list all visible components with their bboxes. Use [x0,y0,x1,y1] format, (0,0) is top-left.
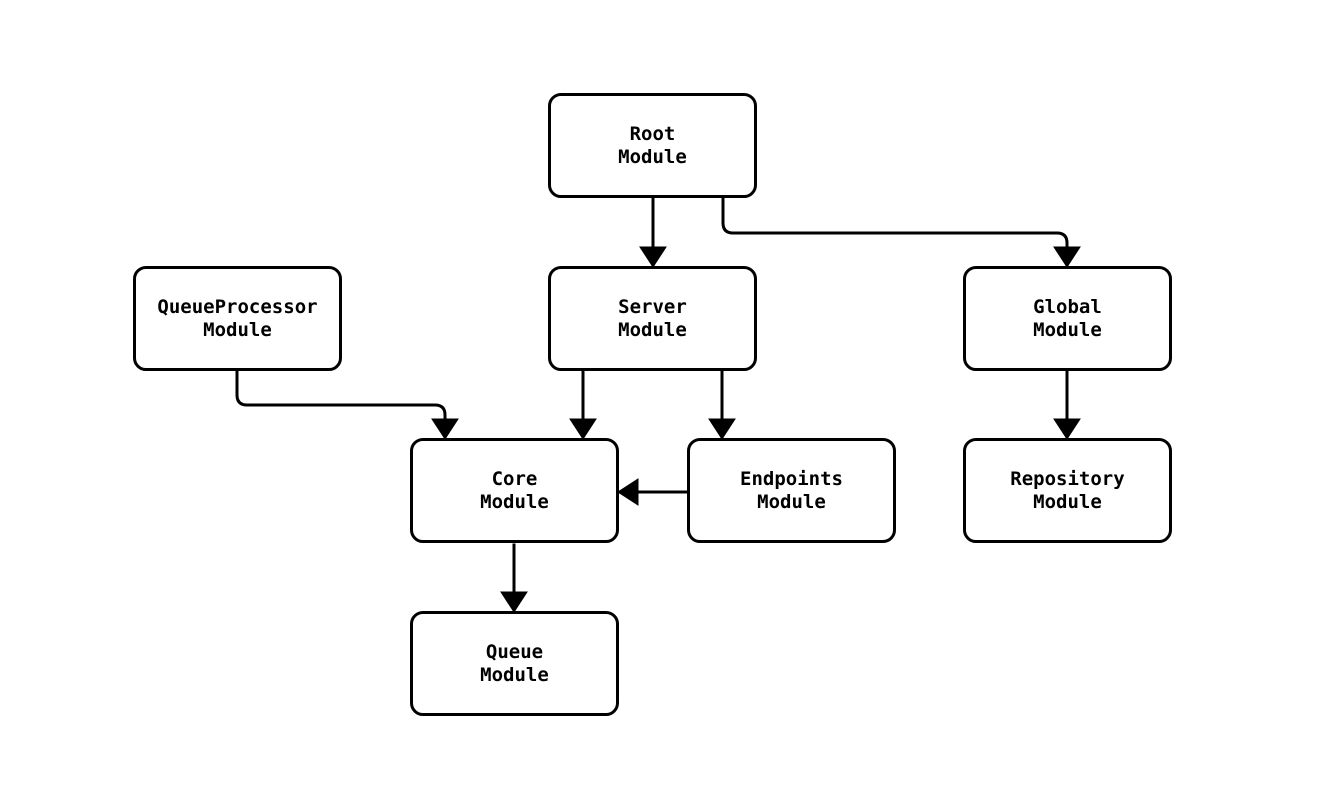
node-global-module-label: Global Module [1033,295,1102,341]
node-core-module: Core Module [410,438,619,543]
node-endpoints-module-label: Endpoints Module [740,467,843,513]
node-queue-module-label: Queue Module [480,640,549,686]
node-repository-module: Repository Module [963,438,1172,543]
node-server-module: Server Module [548,266,757,371]
node-root-module-label: Root Module [618,122,687,168]
node-repository-module-label: Repository Module [1010,467,1125,513]
node-queueprocessor-module-label: QueueProcessor Module [157,295,318,341]
edge-paths [235,196,1081,613]
node-queue-module: Queue Module [410,611,619,716]
node-queueprocessor-module: QueueProcessor Module [133,266,342,371]
node-root-module: Root Module [548,93,757,198]
node-server-module-label: Server Module [618,295,687,341]
node-global-module: Global Module [963,266,1172,371]
node-endpoints-module: Endpoints Module [687,438,896,543]
edge-queueprocessor-to-core [235,369,459,440]
node-core-module-label: Core Module [480,467,549,513]
edge-root-to-global [721,196,1081,268]
